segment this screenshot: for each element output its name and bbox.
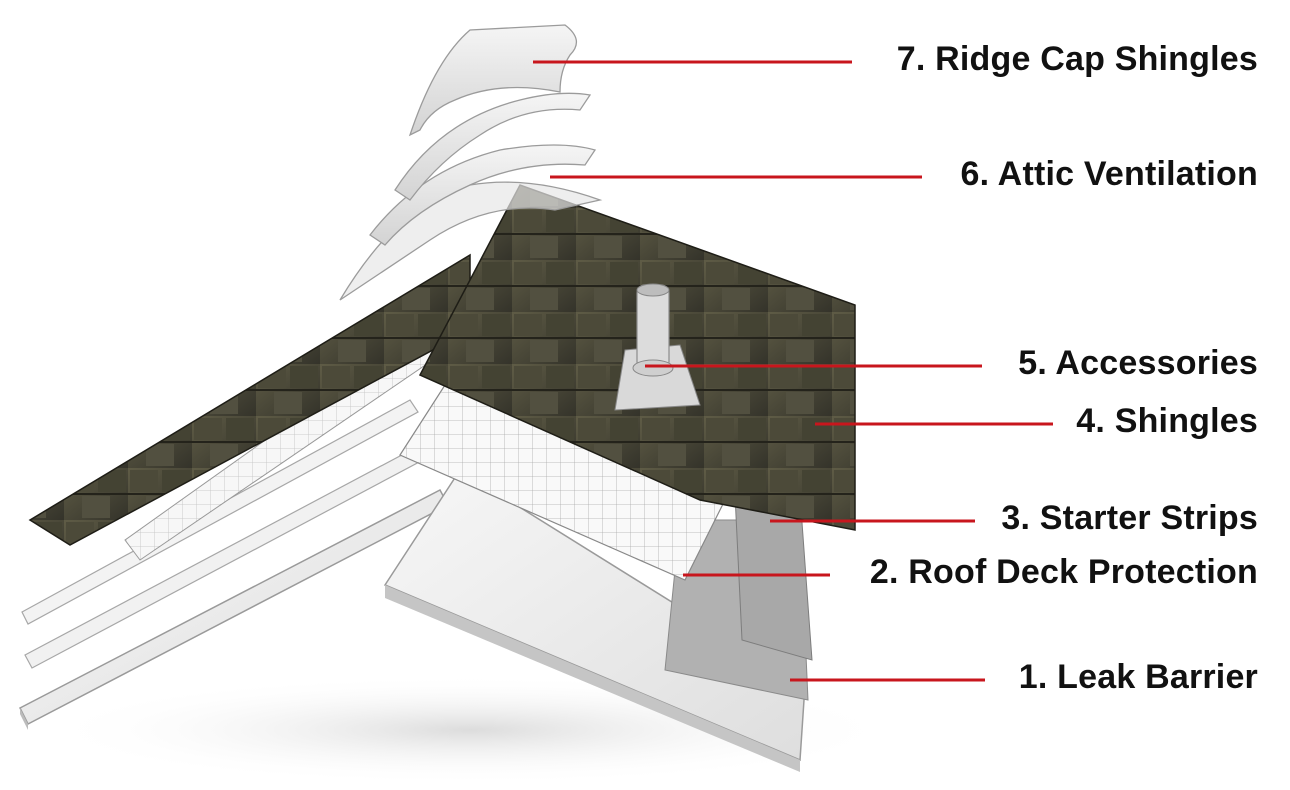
ridge-cap-stack	[339, 24, 603, 301]
label-starter-strips: 3. Starter Strips	[1001, 499, 1258, 537]
pipe-boot-accessory	[614, 283, 701, 411]
label-accessories: 5. Accessories	[1018, 344, 1258, 382]
label-shingles: 4. Shingles	[1076, 402, 1258, 440]
left-deck-board-face	[20, 708, 28, 730]
left-leak-sheet	[21, 399, 419, 625]
label-roof-deck-protection: 2. Roof Deck Protection	[869, 553, 1258, 591]
label-attic-ventilation: 6. Attic Ventilation	[960, 155, 1258, 193]
label-leak-barrier: 1. Leak Barrier	[1018, 658, 1258, 696]
left-slope	[18, 253, 471, 730]
label-ridge-cap-shingles: 7. Ridge Cap Shingles	[896, 40, 1258, 78]
ridge-cap-shingle-top	[408, 24, 577, 137]
leader-lines	[533, 60, 1053, 682]
